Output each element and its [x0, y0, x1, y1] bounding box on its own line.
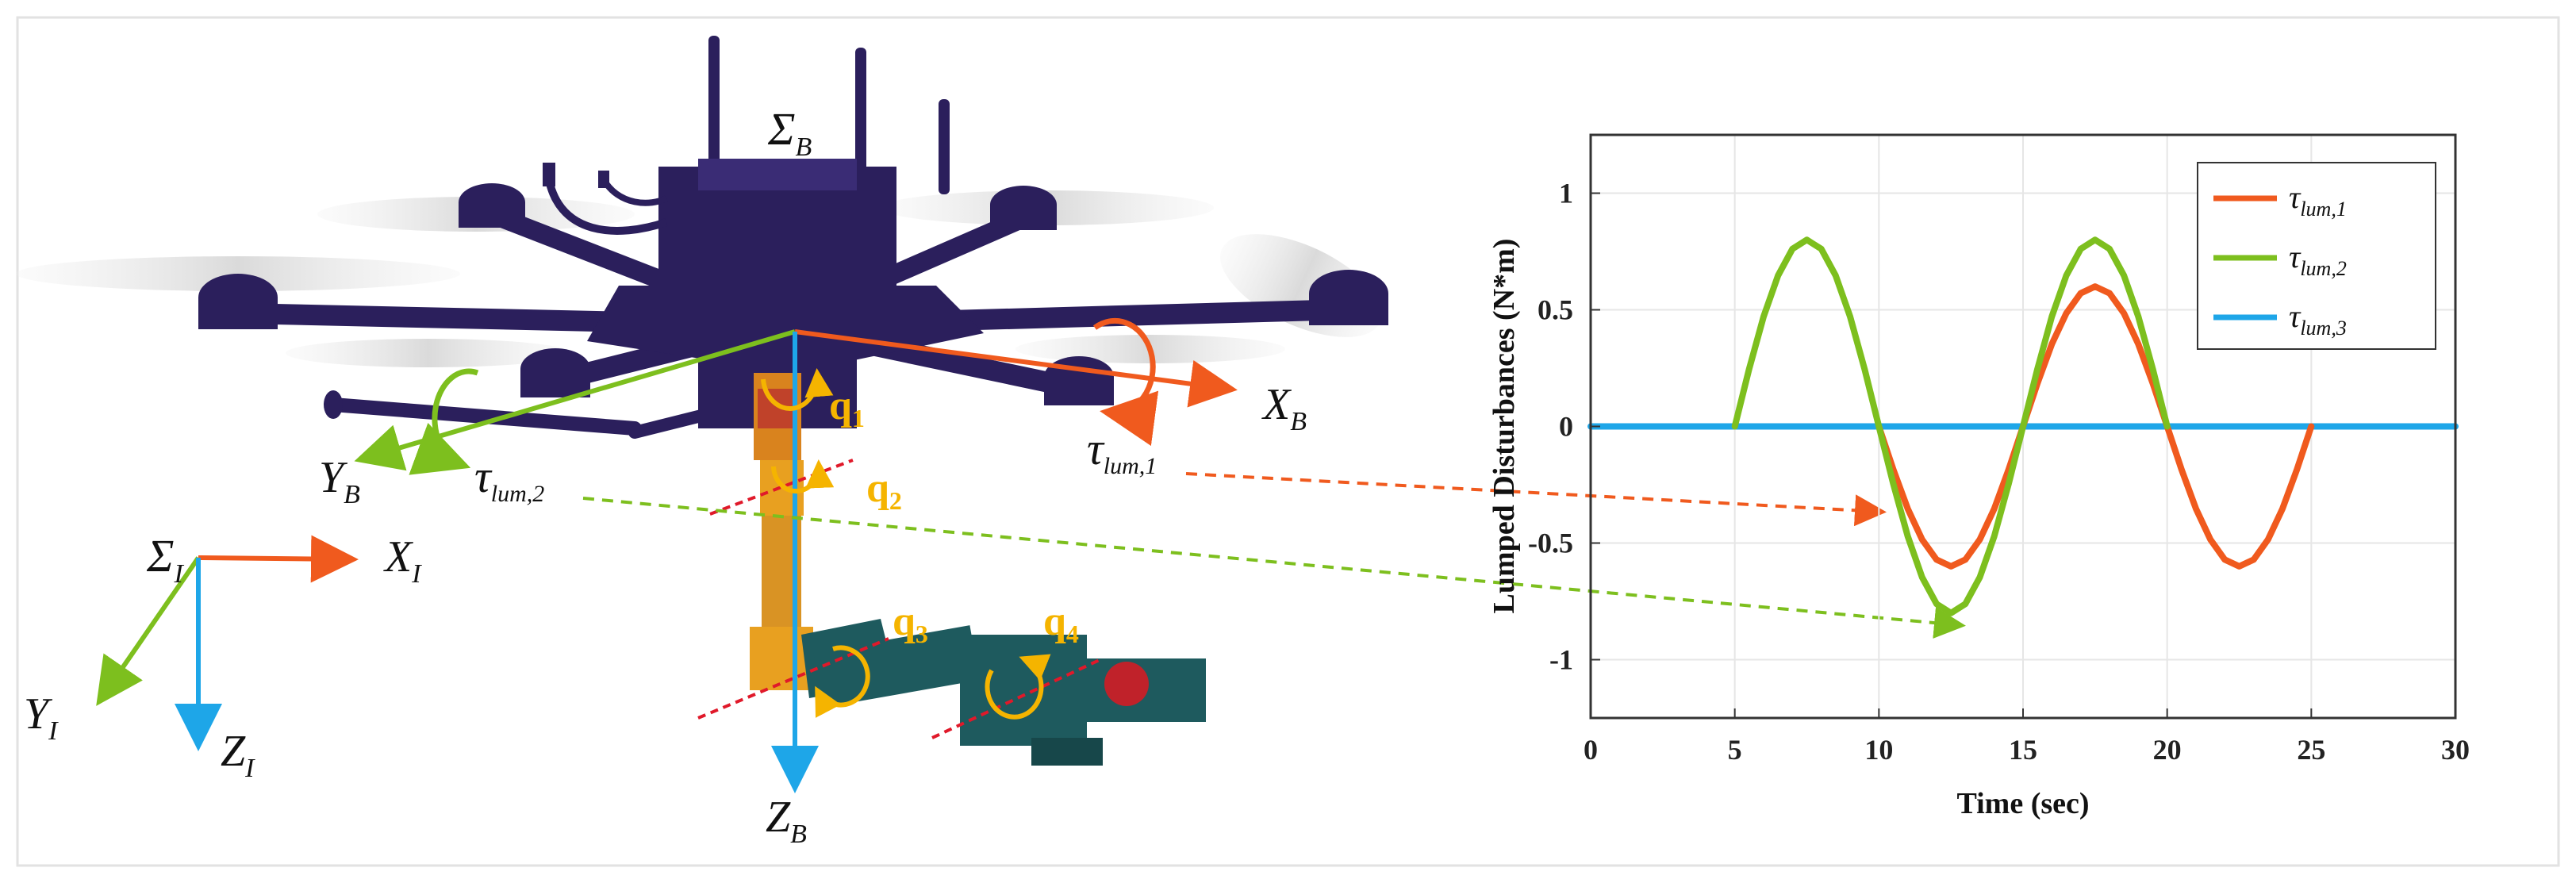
- chart-tick-labels: 0 5 10 15 20 25 30 -1 -0.5 0 0.5 1: [1528, 178, 2470, 766]
- q3-label: q3: [893, 599, 928, 648]
- legend-label-tau-lum-1: τlum,1: [2289, 179, 2347, 221]
- rotation-arrow-icon: [985, 654, 1051, 720]
- x-tick-label: 25: [2297, 734, 2325, 766]
- q1-label: q1: [829, 383, 865, 432]
- disturbance-chart: 0 5 10 15 20 25 30 -1 -0.5 0 0.5 1 Time (sec) Lumpe…: [1488, 133, 2470, 820]
- chart-legend: τlum,1 τlum,2 τlum,3: [2197, 162, 2436, 350]
- x-tick-label: 0: [1584, 734, 1598, 766]
- x-tick-label: 10: [1864, 734, 1893, 766]
- rotation-arrow-icon: [409, 368, 479, 475]
- x-i-label: XI: [383, 532, 422, 589]
- x-b-label: XB: [1261, 380, 1307, 436]
- joint-axis-4: [931, 657, 1104, 739]
- y-b-label: YB: [319, 453, 360, 509]
- legend-label-tau-lum-2: τlum,2: [2289, 239, 2347, 280]
- tau-1-connector-arrow: [1185, 472, 1887, 527]
- x-b-axis-arrow: [794, 329, 1238, 408]
- figure-border: [16, 16, 2560, 867]
- y-tick-label: -0.5: [1528, 528, 1573, 559]
- x-axis-title: Time (sec): [1956, 787, 2089, 820]
- inertial-frame-axes: [96, 535, 359, 751]
- hexarotor-drone-icon: [16, 36, 1388, 439]
- sigma-b-label: ΣB: [767, 103, 812, 162]
- rotation-arrow-icon: [1092, 317, 1159, 446]
- tau-2-connector-arrow: [582, 497, 1966, 639]
- y-tick-label: -1: [1549, 644, 1573, 676]
- chart-series: [1587, 236, 2459, 616]
- x-tick-label: 5: [1728, 734, 1742, 766]
- x-tick-label: 30: [2441, 734, 2470, 766]
- series-line-tau-lum-1: [1875, 283, 2315, 570]
- y-tick-label: 0: [1559, 411, 1573, 443]
- y-tick-label: 1: [1559, 178, 1573, 209]
- x-tick-label: 15: [2009, 734, 2037, 766]
- q2-label: q2: [866, 466, 902, 515]
- series-line-tau-lum-2: [1731, 236, 2171, 616]
- tau-lum-1-label: τlum,1: [1087, 423, 1157, 479]
- sigma-i-label: ΣI: [146, 530, 184, 589]
- y-axis-title: Lumped Disturbances (N*m): [1488, 239, 1521, 614]
- joint-axis-3: [697, 637, 889, 720]
- x-i-axis-arrow: [198, 535, 359, 583]
- rotation-arrow-icon: [771, 459, 835, 494]
- z-b-label: ZB: [766, 793, 807, 849]
- rotation-arrow-icon: [761, 368, 834, 411]
- y-i-axis-arrow: [96, 556, 201, 706]
- x-tick-label: 20: [2153, 734, 2182, 766]
- chart-ticks: [1590, 192, 2456, 718]
- robot-arm-icon: [750, 373, 1206, 766]
- tau-lum-2-label: τlum,2: [474, 451, 544, 507]
- rotation-arrow-icon: [815, 645, 870, 718]
- z-i-label: ZI: [221, 727, 255, 783]
- y-tick-label: 0.5: [1538, 294, 1573, 326]
- legend-label-tau-lum-3: τlum,3: [2289, 298, 2347, 340]
- q4-label: q4: [1043, 599, 1079, 648]
- y-i-label: YI: [24, 689, 59, 746]
